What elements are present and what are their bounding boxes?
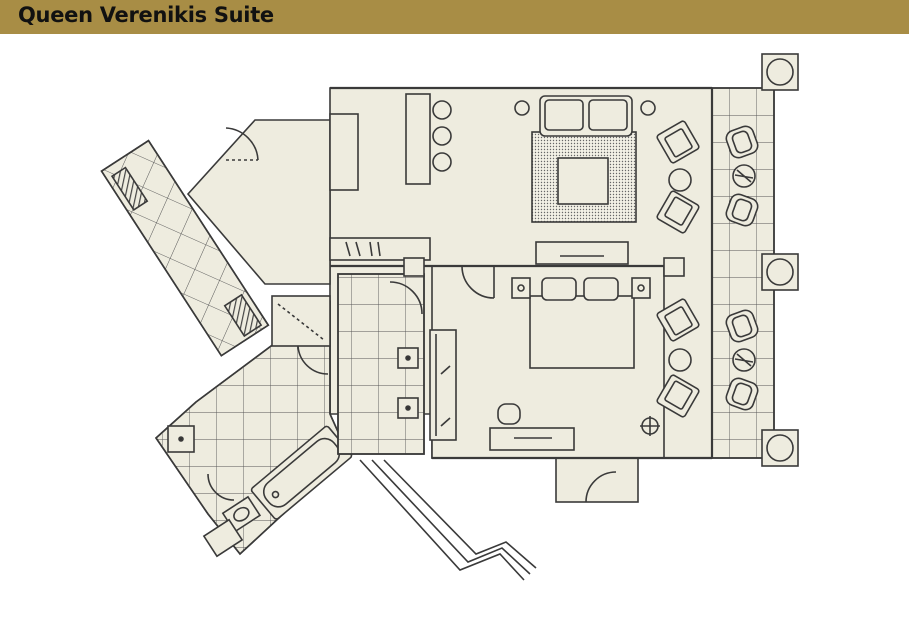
bar-stool	[432, 152, 452, 172]
wc-strip	[100, 139, 270, 357]
bathroom-lower	[154, 300, 353, 558]
door-swing	[461, 265, 495, 299]
side-table	[668, 348, 692, 372]
armchair	[656, 374, 700, 418]
armchair	[656, 190, 700, 234]
shelf	[329, 237, 431, 261]
entry-hall	[186, 119, 331, 285]
side-lamp	[640, 100, 656, 116]
coffee-table	[557, 157, 609, 205]
door-swing	[389, 281, 423, 315]
balcony-niche	[555, 457, 639, 503]
desk	[489, 427, 575, 451]
bar-counter	[405, 93, 431, 185]
armchair	[656, 298, 700, 342]
wardrobe	[429, 329, 457, 441]
side-table	[668, 168, 692, 192]
side-lamp	[514, 100, 530, 116]
bed	[529, 295, 635, 369]
floor-plan	[100, 53, 799, 581]
door-swing	[225, 127, 259, 161]
title-banner: Queen Verenikis Suite	[0, 0, 909, 34]
bar-stool	[432, 126, 452, 146]
terrace-chair	[725, 309, 759, 343]
terrace-chair	[725, 377, 759, 411]
bar-stool	[432, 100, 452, 120]
kitchen-counter	[329, 113, 359, 191]
page-title: Queen Verenikis Suite	[18, 3, 274, 27]
door-swing	[207, 473, 235, 501]
tv-stand	[535, 241, 629, 265]
ramp	[359, 459, 525, 581]
terrace-chair	[725, 125, 759, 159]
door-swing	[585, 471, 617, 503]
door-swing	[297, 345, 329, 375]
desk-chair	[497, 403, 521, 425]
terrace-chair	[725, 193, 759, 227]
armchair	[656, 120, 700, 164]
